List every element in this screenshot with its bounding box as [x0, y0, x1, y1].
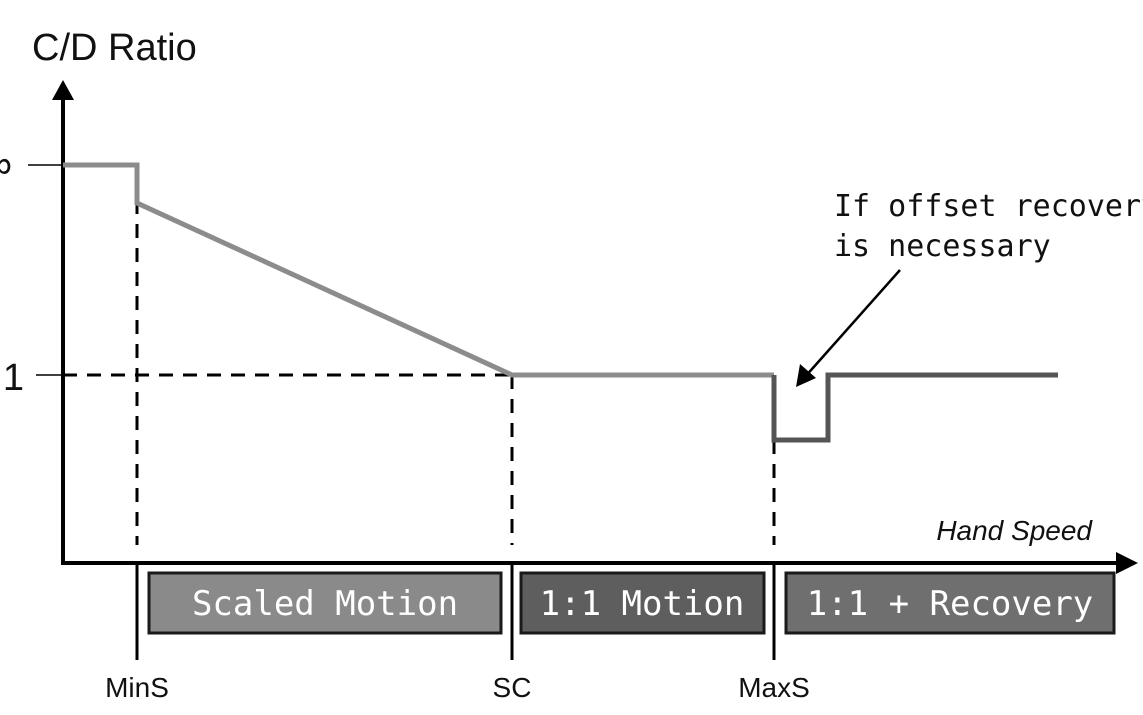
- threshold-sc-label: SC: [493, 672, 532, 703]
- annotation-arrowhead: [796, 364, 816, 387]
- y-level-infinity-label: ∞: [0, 143, 12, 187]
- annotation-arrow: [803, 269, 901, 379]
- annotation-line-2: is necessary: [834, 229, 1051, 264]
- y-axis-title: C/D Ratio: [32, 27, 197, 69]
- x-axis-arrowhead: [1116, 552, 1138, 574]
- annotation-line-1: If offset recovery: [834, 189, 1143, 224]
- zone-recovery: 1:1 + Recovery: [784, 571, 1116, 635]
- threshold-max-label: MaxS: [738, 672, 810, 703]
- zone-scaled-motion: Scaled Motion: [147, 571, 503, 635]
- threshold-min-label: MinS: [105, 672, 169, 703]
- zone-recovery-box: [784, 571, 1116, 635]
- y-axis-arrowhead: [52, 80, 74, 100]
- x-axis-title: Hand Speed: [936, 515, 1093, 546]
- zone-scaled-motion-box: [147, 571, 503, 635]
- y-level-one-label: 1: [3, 357, 24, 399]
- zone-one-to-one-motion-box: [519, 571, 766, 635]
- cd-curve-recovery: [771, 372, 1058, 443]
- zone-one-to-one-motion-label: 1:1 Motion: [540, 584, 745, 624]
- cd-curve-main: [63, 162, 774, 378]
- zone-scaled-motion-label: Scaled Motion: [192, 584, 458, 624]
- zone-recovery-label: 1:1 + Recovery: [807, 584, 1094, 624]
- zone-one-to-one-motion: 1:1 Motion: [519, 571, 766, 635]
